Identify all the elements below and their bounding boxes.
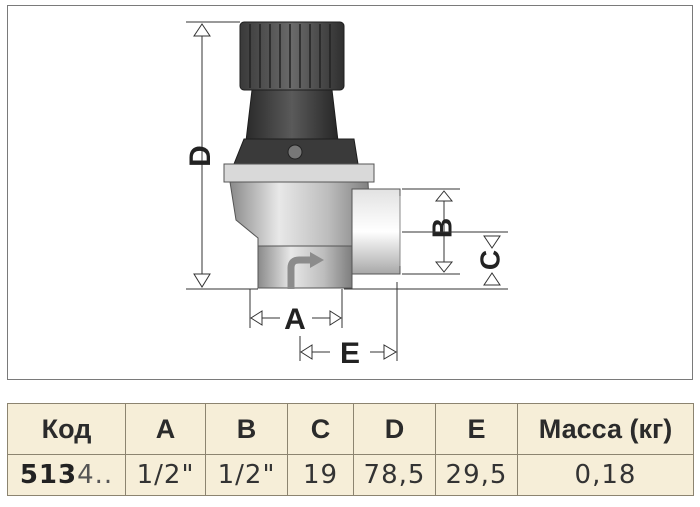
dimension-b	[402, 188, 460, 275]
header-code: Код	[7, 403, 126, 455]
header-mass: Масса (кг)	[517, 403, 694, 455]
dimension-b-label: B	[426, 218, 457, 238]
adjustment-knob	[239, 21, 345, 91]
table-row: 5134.. 1/2" 1/2" 19 78,5 29,5 0,18	[7, 454, 694, 496]
cell-code: 5134..	[7, 454, 126, 496]
dimension-d-label: D	[184, 145, 217, 167]
header-a: A	[125, 403, 206, 455]
header-e: E	[435, 403, 518, 455]
cell-d: 78,5	[353, 454, 436, 496]
dimension-a	[249, 289, 343, 328]
cell-mass: 0,18	[517, 454, 694, 496]
table-header-row: Код A B C D E Масса (кг)	[7, 403, 694, 455]
valve-body	[223, 21, 401, 289]
dimension-e-label: E	[340, 337, 360, 370]
code-prefix: 513	[19, 460, 78, 490]
cell-a: 1/2"	[125, 454, 206, 496]
flow-arrow	[287, 256, 311, 289]
dimension-e	[299, 282, 398, 361]
inlet-port	[257, 245, 353, 289]
dimension-c-label: C	[474, 250, 505, 270]
nut-screw	[287, 144, 303, 160]
cell-e: 29,5	[435, 454, 518, 496]
flow-arrow-head	[310, 252, 324, 268]
cell-b: 1/2"	[205, 454, 288, 496]
header-d: D	[353, 403, 436, 455]
header-b: B	[205, 403, 288, 455]
dimension-c	[344, 231, 508, 290]
valve-technical-drawing: D B C A E	[184, 21, 508, 370]
body-flange	[223, 163, 375, 183]
dimension-d	[186, 21, 258, 290]
valve-drawing-panel: D B C A E	[7, 5, 693, 380]
outlet-port	[351, 188, 401, 275]
dimension-a-label: A	[284, 303, 306, 336]
knob-knurling	[249, 24, 331, 88]
valve-bonnet	[245, 89, 339, 142]
code-suffix: 4..	[77, 460, 114, 490]
cell-c: 19	[287, 454, 354, 496]
dimensions-table: Код A B C D E Масса (кг) 5134.. 1/2" 1/2…	[7, 403, 694, 496]
header-c: C	[287, 403, 354, 455]
